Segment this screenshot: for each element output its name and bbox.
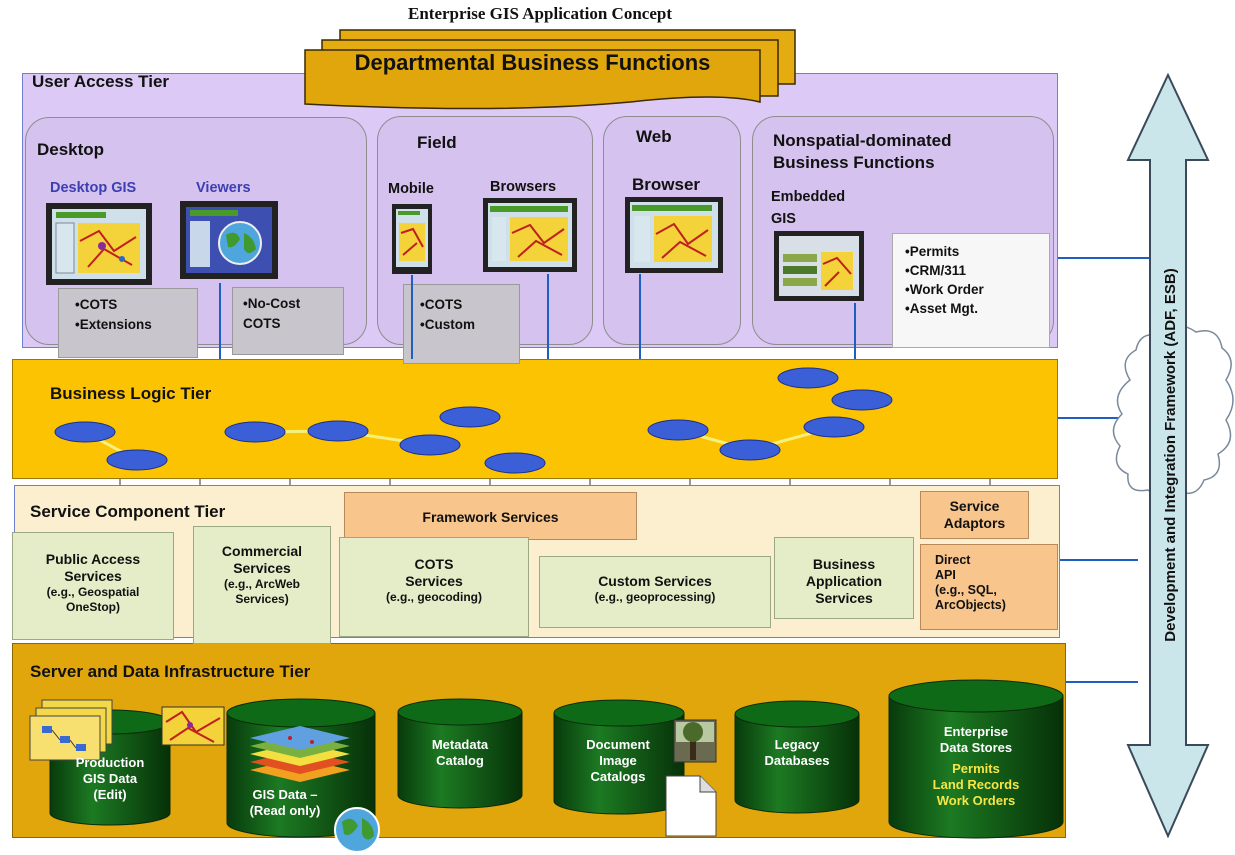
nonspatial-items: •Permits •CRM/311 •Work Order •Asset Mgt… bbox=[892, 233, 1050, 348]
viewers-screen-icon bbox=[180, 201, 278, 279]
web-title: Web bbox=[636, 127, 672, 146]
browser-label: Browser bbox=[632, 175, 701, 194]
desktop-title: Desktop bbox=[37, 140, 105, 159]
user-access-tier-label: User Access Tier bbox=[32, 72, 170, 91]
web-browser-screen-icon bbox=[625, 197, 723, 273]
direct-api-title: Direct API bbox=[935, 553, 971, 582]
viewers-label: Viewers bbox=[196, 180, 251, 196]
desktop-gis-label: Desktop GIS bbox=[50, 180, 137, 196]
cylinder-enterprise bbox=[888, 679, 1064, 839]
business-app-title: Business Application Services bbox=[805, 556, 883, 606]
custom-services: Custom Services (e.g., geoprocessing) bbox=[539, 556, 771, 628]
banner-label: Departmental Business Functions bbox=[354, 50, 711, 75]
integration-framework: Development and Integration Framework (A… bbox=[1112, 72, 1234, 839]
public-access-services: Public Access Services (e.g., Geospatial… bbox=[12, 532, 174, 640]
direct-api: Direct API (e.g., SQL, ArcObjects) bbox=[920, 544, 1058, 630]
embedded-gis-label: Embedded GIS bbox=[771, 189, 846, 227]
cots-sub: (e.g., geocoding) bbox=[386, 590, 482, 604]
public-access-title: Public Access Services bbox=[45, 551, 141, 584]
framework-label: Development and Integration Framework (A… bbox=[1162, 268, 1179, 641]
field-title: Field bbox=[417, 133, 457, 152]
production-gis-label: Production GIS Data (Edit) bbox=[75, 755, 145, 802]
custom-sub: (e.g., geoprocessing) bbox=[594, 590, 716, 604]
mobile-label: Mobile bbox=[388, 181, 434, 197]
legacy-databases-label: Legacy Databases bbox=[764, 737, 830, 768]
business-logic-tier-label: Business Logic Tier bbox=[50, 384, 212, 403]
workflow-docs-icon bbox=[29, 699, 113, 761]
browsers-label: Browsers bbox=[490, 179, 557, 195]
metadata-catalog-label: Metadata Catalog bbox=[431, 737, 489, 768]
cots-title: COTS Services bbox=[405, 556, 463, 589]
globe-icon bbox=[334, 807, 380, 853]
mobile-screen-icon bbox=[392, 204, 432, 274]
public-access-sub: (e.g., Geospatial OneStop) bbox=[46, 585, 140, 614]
browsers-screen-icon bbox=[483, 198, 577, 272]
desktop-gis-notes: •COTS •Extensions bbox=[58, 288, 198, 358]
cylinder-metadata bbox=[397, 698, 523, 809]
document-catalogs-label: Document Image Catalogs bbox=[586, 737, 650, 784]
viewers-notes: •No-Cost COTS bbox=[232, 287, 344, 355]
service-adaptors: Service Adaptors bbox=[920, 491, 1029, 539]
commercial-sub: (e.g., ArcWeb Services) bbox=[223, 577, 300, 606]
document-page-icon bbox=[665, 775, 717, 837]
cylinder-legacy bbox=[734, 700, 860, 814]
service-adaptors-title: Service Adaptors bbox=[943, 498, 1006, 531]
server-data-tier-label: Server and Data Infrastructure Tier bbox=[30, 662, 311, 681]
gis-read-label: GIS Data – (Read only) bbox=[249, 787, 321, 818]
layer-stack-icon bbox=[250, 726, 350, 782]
double-arrow-shape bbox=[1126, 72, 1210, 839]
service-component-tier-label: Service Component Tier bbox=[30, 502, 226, 521]
direct-api-sub: (e.g., SQL, ArcObjects) bbox=[935, 583, 1006, 612]
production-map-icon bbox=[161, 706, 225, 746]
photo-icon bbox=[673, 719, 717, 763]
page-title: Enterprise GIS Application Concept bbox=[408, 4, 672, 23]
custom-title: Custom Services bbox=[598, 573, 712, 589]
business-functions-banner bbox=[304, 29, 796, 110]
desktop-gis-screen-icon bbox=[46, 203, 152, 285]
field-notes: •COTS •Custom bbox=[403, 284, 520, 364]
cots-services: COTS Services (e.g., geocoding) bbox=[339, 537, 529, 637]
enterprise-data-stores-label: Enterprise Data Stores bbox=[939, 724, 1013, 755]
nonspatial-title: Nonspatial-dominated Business Functions bbox=[773, 131, 952, 172]
business-application-services: Business Application Services bbox=[774, 537, 914, 619]
embedded-gis-screen-icon bbox=[774, 231, 864, 301]
framework-services-title: Framework Services bbox=[422, 509, 559, 525]
commercial-services: Commercial Services (e.g., ArcWeb Servic… bbox=[193, 526, 331, 644]
enterprise-data-items: Permits Land Records Work Orders bbox=[932, 761, 1020, 808]
commercial-title: Commercial Services bbox=[221, 543, 303, 576]
